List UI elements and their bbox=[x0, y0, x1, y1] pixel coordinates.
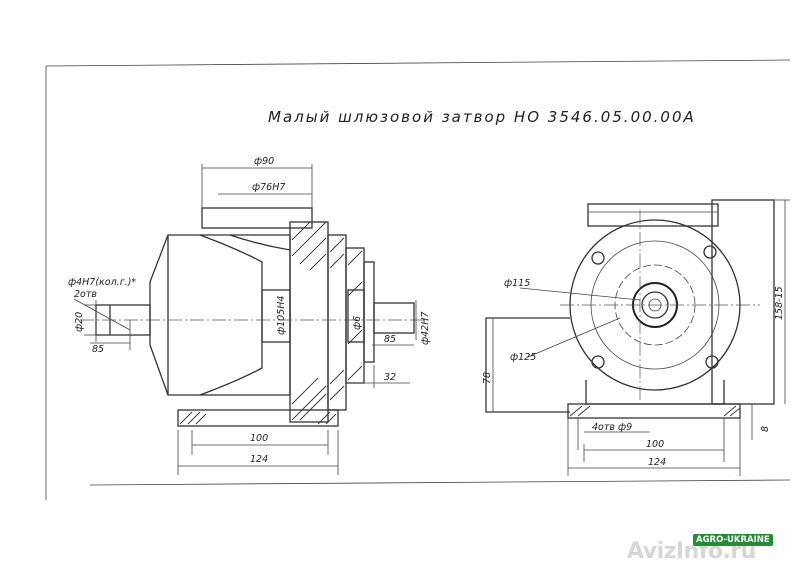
dim-d42: ф42Н7 bbox=[420, 312, 431, 345]
dim-d4h7: ф4Н7(кол.г.)* bbox=[68, 277, 136, 288]
output-shaft bbox=[373, 302, 415, 334]
dim-d115: ф115 bbox=[504, 278, 530, 289]
top-inlet bbox=[587, 203, 719, 227]
sheet-top-edge bbox=[45, 59, 791, 67]
base-plate bbox=[567, 403, 741, 419]
dim-w100: 100 bbox=[646, 439, 664, 450]
dim-two-holes: 2отв bbox=[74, 289, 97, 300]
dim-d76: ф76Н7 bbox=[252, 182, 285, 193]
site-watermark: AvizInfo.ru AGRO-UKRAINE bbox=[625, 534, 800, 566]
dim-w124: 124 bbox=[648, 457, 666, 468]
dim-d125: ф125 bbox=[510, 352, 536, 363]
drawing-title: Малый шлюзовой затвор НО 3546.05.00.00А bbox=[268, 108, 696, 126]
inlet-flange bbox=[201, 207, 313, 229]
left-section-view: ф90 ф76Н7 bbox=[68, 156, 431, 475]
dim-len85: 85 bbox=[92, 344, 104, 355]
dim-len100: 100 bbox=[250, 433, 268, 444]
drive-block bbox=[711, 199, 775, 405]
dim-d20: ф20 bbox=[74, 312, 85, 332]
right-end-view: ф115 ф125 78 158-15 8 4отв ф9 100 124 bbox=[482, 199, 790, 476]
base-foot bbox=[177, 409, 339, 427]
dim-len85b: 85 bbox=[384, 334, 396, 345]
dim-holes: 4отв ф9 bbox=[592, 422, 632, 433]
watermark-badge: AGRO-UKRAINE bbox=[693, 534, 773, 546]
dim-len32: 32 bbox=[384, 372, 396, 383]
dim-len124: 124 bbox=[250, 454, 268, 465]
dim-d90: ф90 bbox=[254, 156, 274, 167]
dim-d6: ф6 bbox=[352, 316, 363, 330]
bolt-hole bbox=[705, 355, 719, 369]
dim-h158: 158-15 bbox=[774, 286, 785, 320]
bolt-hole bbox=[703, 245, 717, 259]
dim-h8: 8 bbox=[760, 426, 771, 432]
bolt-hole bbox=[591, 251, 605, 265]
dim-d105: ф105Н4 bbox=[276, 296, 287, 335]
bolt-hole bbox=[591, 355, 605, 369]
sheet-bottom-edge bbox=[89, 479, 791, 486]
dim-h78: 78 bbox=[482, 372, 493, 384]
